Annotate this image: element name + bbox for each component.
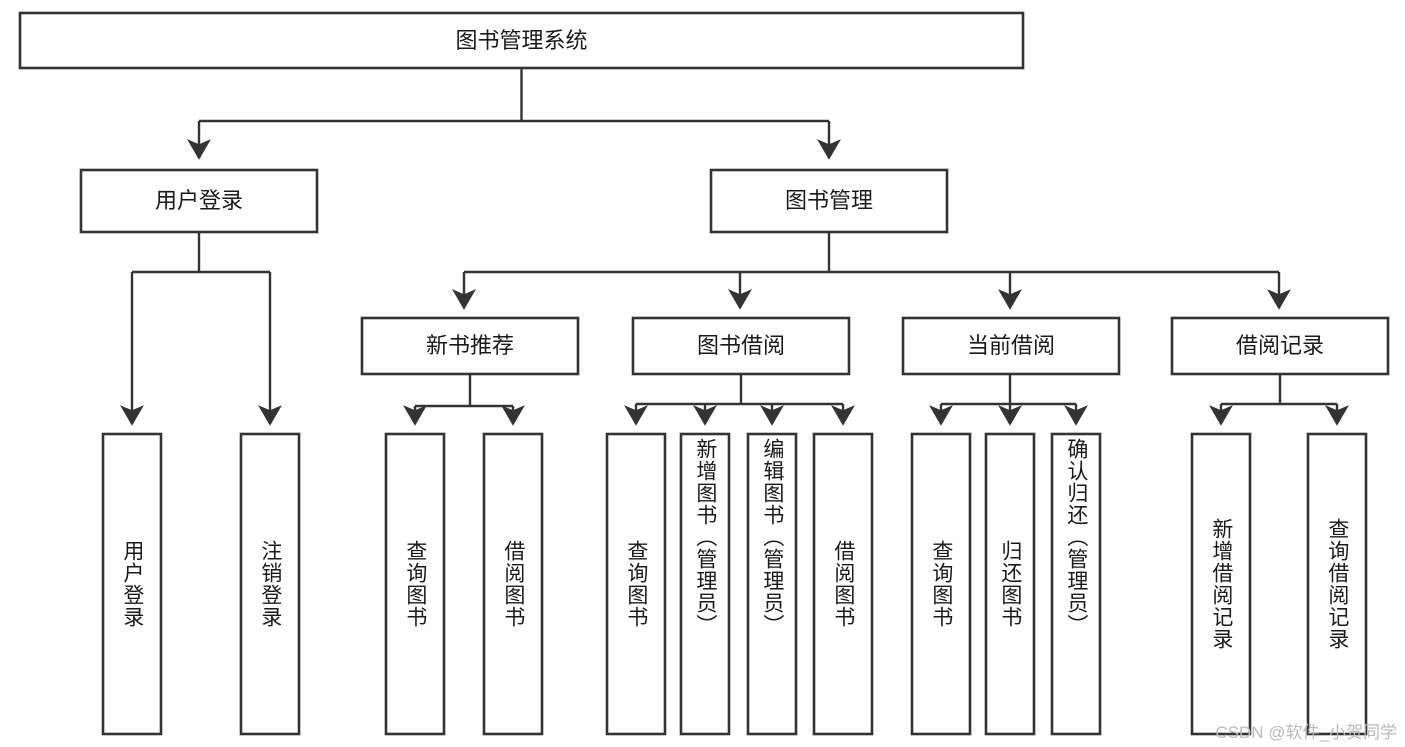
node-leaf-user-logout-box[interactable]: [239, 432, 301, 736]
node-root-label: 图书管理系统: [455, 28, 587, 53]
node-leaf-add-borrow-record-box[interactable]: [1190, 432, 1252, 736]
node-leaf-confirm-return-admin-box[interactable]: [1050, 432, 1102, 736]
node-book-borrow[interactable]: 图书借阅: [631, 316, 851, 376]
node-book-borrow-box[interactable]: [631, 316, 851, 376]
node-leaf-query-book-2-box[interactable]: [605, 432, 667, 736]
node-book-manage[interactable]: 图书管理: [709, 168, 949, 234]
node-new-book-recommend-box[interactable]: [360, 316, 580, 376]
node-leaf-query-book-3-box[interactable]: [910, 432, 972, 736]
node-current-borrow-box[interactable]: [901, 316, 1121, 376]
node-current-borrow[interactable]: 当前借阅: [901, 316, 1121, 376]
node-leaf-edit-book-admin-box[interactable]: [746, 432, 798, 736]
node-borrow-record[interactable]: 借阅记录: [1170, 316, 1390, 376]
connector-group-root: [187, 68, 841, 160]
node-user-login-box[interactable]: [79, 168, 319, 234]
node-leaf-add-book-admin-box[interactable]: [679, 432, 731, 736]
node-leaf-query-book-1-box[interactable]: [384, 432, 446, 736]
node-book-manage-label: 图书管理: [785, 188, 873, 213]
connector-group-new-book-recommend: [403, 374, 525, 426]
node-borrow-record-label: 借阅记录: [1236, 333, 1324, 358]
node-root[interactable]: 图书管理系统: [18, 11, 1025, 70]
node-borrow-record-box[interactable]: [1170, 316, 1390, 376]
connector-group-book-manage: [452, 232, 1291, 310]
node-current-borrow-label: 当前借阅: [967, 333, 1055, 358]
node-new-book-recommend-label: 新书推荐: [426, 333, 514, 358]
node-book-borrow-label: 图书借阅: [697, 333, 785, 358]
node-user-login[interactable]: 用户登录: [79, 168, 319, 234]
node-book-manage-box[interactable]: [709, 168, 949, 234]
connector-group-current-borrow: [929, 374, 1088, 426]
connector-group-borrow-record: [1209, 374, 1349, 426]
connector-group-book-borrow: [624, 374, 855, 426]
node-leaf-query-borrow-record-box[interactable]: [1306, 432, 1368, 736]
node-leaf-borrow-book-2-box[interactable]: [812, 432, 874, 736]
node-leaf-borrow-book-1-box[interactable]: [482, 432, 544, 736]
node-root-box[interactable]: [18, 11, 1025, 70]
watermark: CSDN @软件_小贺同学: [1215, 723, 1397, 742]
node-leaf-user-login-box[interactable]: [101, 432, 163, 736]
node-new-book-recommend[interactable]: 新书推荐: [360, 316, 580, 376]
node-leaf-return-book-box[interactable]: [984, 432, 1036, 736]
connector-group-user-login: [120, 232, 282, 426]
node-user-login-label: 用户登录: [155, 188, 243, 213]
